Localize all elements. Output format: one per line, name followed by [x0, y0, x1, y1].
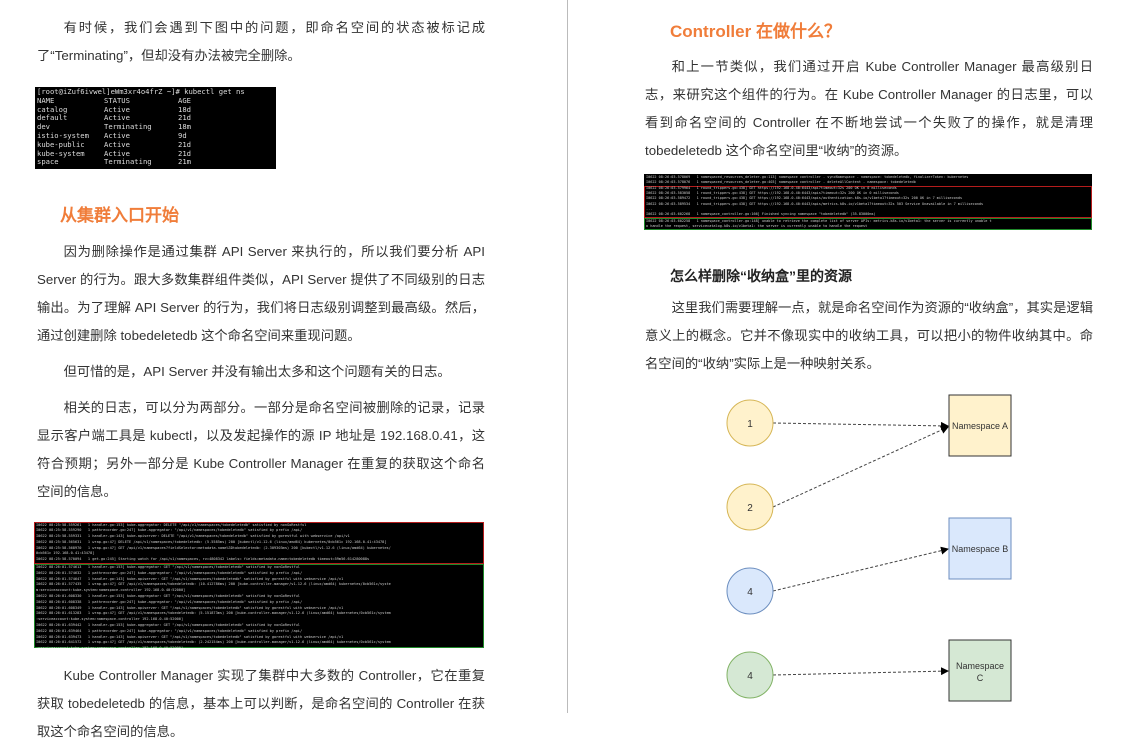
ns-age: AGE [178, 95, 191, 105]
section-title-cluster-entry: 从集群入口开始 [60, 206, 179, 225]
controller-manager-log-screenshot: I0622 08:26:03.578069 1 namespaced_resou… [644, 174, 1092, 230]
namespace-label: Namespace [956, 661, 1004, 671]
log-delete-lines: I0622 08:25:58.559261 1 handler.go:153] … [36, 522, 391, 562]
ns-age: 21d [178, 139, 191, 149]
ns-name: catalog [37, 104, 68, 114]
namespace-rect [948, 394, 1012, 457]
ns-status: STATUS [104, 95, 130, 105]
ns-name: space [37, 157, 59, 167]
ns-age: 18d [178, 104, 191, 114]
terminal-row: kube-system Active 21d [37, 148, 274, 159]
resource-label: 1 [747, 419, 753, 430]
terminal-row: default Active 21d [37, 114, 274, 123]
log-get-lines: I0622 08:26:01.574613 1 handler.go:153] … [36, 565, 391, 648]
resource-label: 4 [747, 671, 753, 682]
terminal-prompt: [root@iZuf6ivwel]eWm3xr4o4frZ ~]# kubect… [37, 87, 245, 96]
ns-status: Active [104, 113, 130, 123]
terminal-row: dev Terminating 18m [37, 122, 274, 132]
log-highlight-red [644, 185, 1092, 218]
ns-age: 18m [178, 122, 191, 132]
terminal-row: catalog Active 18d [37, 104, 274, 115]
ns-name: default [37, 113, 68, 123]
log-error-lines: I0622 08:26:03.602258 1 namespace_contro… [646, 219, 992, 229]
paragraph-namespace-mapping: 这里我们需要理解一点，就是命名空间作为资源的“收纳盒”，其实是逻辑意义上的概念。… [645, 300, 1093, 371]
resource-node: 4 [726, 651, 774, 699]
namespace-rect [948, 517, 1012, 580]
namespace-label-line2: C [977, 673, 984, 683]
log-discovery-lines: I0622 08:26:03.579964 1 round_trippers.g… [646, 186, 984, 217]
log-highlight-red [34, 522, 484, 564]
kubectl-terminal: [root@iZuf6ivwel]eWm3xr4o4frZ ~]# kubect… [35, 87, 276, 169]
ns-name: kube-system [37, 148, 85, 158]
terminal-header-row: NAME STATUS AGE [37, 95, 274, 106]
right-page: Controller 在做什么？ 和上一节类似，我们通过开启 Kube Cont… [644, 21, 1093, 386]
intro-paragraph: 有时候，我们会遇到下图中的问题，即命名空间的状态被标记成了“Terminatin… [37, 20, 485, 63]
paragraph-no-logs: 但可惜的是，API Server 并没有输出太多和这个问题有关的日志。 [63, 364, 451, 379]
resource-circle [726, 651, 774, 699]
mapping-arrow [772, 667, 949, 676]
ns-status: Active [104, 148, 130, 158]
ns-status: Active [104, 130, 130, 140]
resource-label: 2 [747, 503, 753, 514]
namespace-box: Namespace A [948, 394, 1012, 457]
section-title-controller: Controller 在做什么？ [670, 22, 841, 41]
namespace-label: Namespace A [952, 421, 1008, 431]
page-divider [567, 0, 568, 713]
paragraph-related-logs: 相关的日志，可以分为两部分。一部分是命名空间被删除的记录，记录显示客户端工具是 … [37, 400, 485, 499]
ns-age: 21d [178, 113, 191, 123]
log-highlight-green [34, 564, 484, 648]
ns-status: Active [104, 104, 130, 114]
paragraph-controller-behavior: 和上一节类似，我们通过开启 Kube Controller Manager 最高… [645, 59, 1093, 158]
namespace-box: Namespace B [948, 517, 1012, 580]
mapping-arrow [772, 426, 949, 508]
terminal-row: istio-system Active 9d [37, 130, 274, 141]
ns-name: kube-public [37, 139, 85, 149]
api-server-log-screenshot: I0622 08:25:58.559261 1 handler.go:153] … [34, 522, 484, 648]
resource-circle [726, 567, 774, 615]
left-page: 有时候，我们会遇到下图中的问题，即命名空间的状态被标记成了“Terminatin… [34, 14, 485, 754]
ns-age: 21d [178, 148, 191, 158]
ns-status: Active [104, 139, 130, 149]
resource-node: 2 [726, 483, 774, 531]
ns-age: 21m [178, 157, 191, 167]
mapping-arrow [772, 421, 949, 430]
namespace-rect [948, 639, 1012, 702]
resource-circle [726, 483, 774, 531]
resource-node: 4 [726, 567, 774, 615]
mapping-arrow [772, 546, 949, 592]
resource-node: 1 [726, 399, 774, 447]
subsection-title-delete-resources: 怎么样删除“收纳盒”里的资源 [670, 268, 852, 284]
resource-label: 4 [747, 587, 753, 598]
ns-status: Terminating [104, 157, 152, 167]
ns-name: istio-system [37, 130, 89, 140]
terminal-row: kube-public Active 21d [37, 139, 274, 150]
terminal-row: space Terminating 21m [37, 158, 274, 167]
paragraph-api-server: 因为删除操作是通过集群 API Server 来执行的，所以我们要分析 API … [37, 244, 485, 343]
log-highlight-green [644, 218, 1092, 230]
ns-name: NAME [37, 95, 55, 105]
resource-circle [726, 399, 774, 447]
ns-name: dev [37, 122, 50, 132]
paragraph-controller-manager: Kube Controller Manager 实现了集群中大多数的 Contr… [37, 668, 485, 739]
namespace-label: Namespace B [952, 544, 1009, 554]
ns-age: 9d [178, 130, 187, 140]
log-sync-lines: I0622 08:26:03.578069 1 namespaced_resou… [646, 174, 969, 184]
ns-status: Terminating [104, 122, 152, 132]
